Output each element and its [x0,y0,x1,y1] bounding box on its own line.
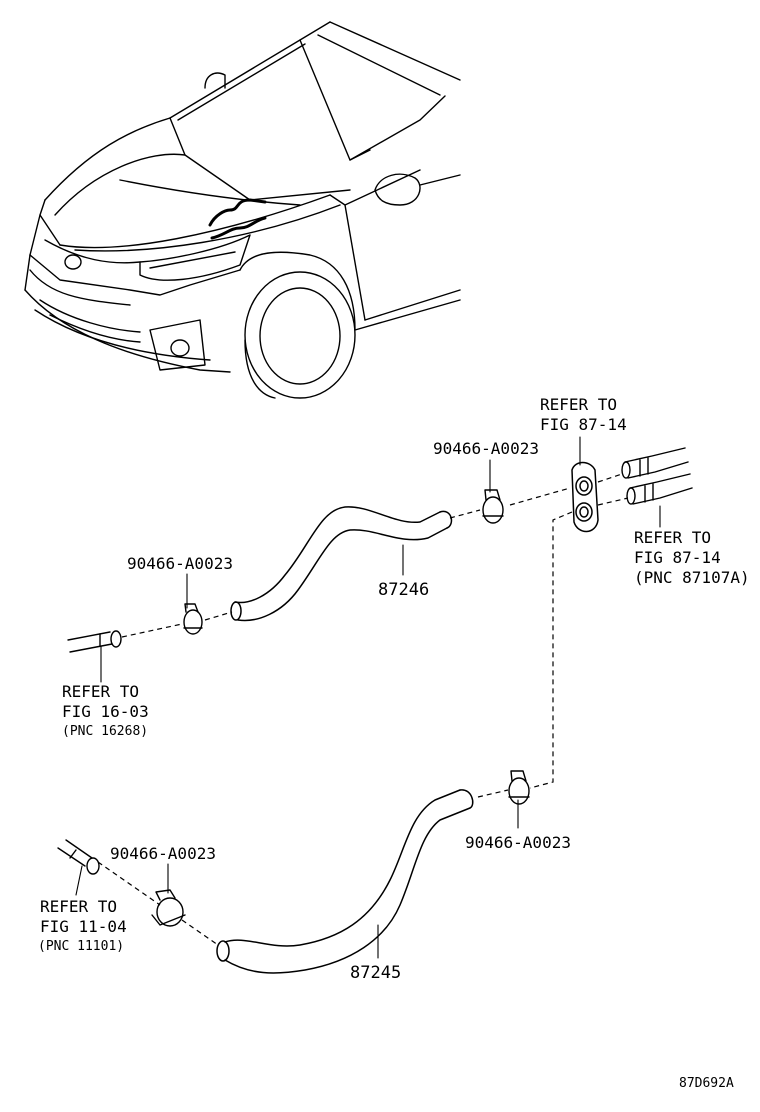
hose-87246[interactable] [230,506,453,622]
connection-lines [97,473,629,946]
ref-left-line3: (PNC 16268) [62,724,148,739]
clip-lower-right-label: 90466-A0023 [465,833,571,852]
hose-87245[interactable] [216,789,474,974]
clip-top[interactable] [482,489,504,524]
clip-upper-left[interactable] [183,603,203,635]
labels: REFER TO FIG 87-14 90466-A0023 87246 REF… [38,395,750,1091]
hose-lower-label: 87245 [350,963,401,983]
clip-top-label: 90466-A0023 [433,439,539,458]
clip-lower-right[interactable] [508,770,530,805]
ref-right-line1: REFER TO [634,528,711,547]
car-illustration [24,21,461,399]
leader-lines [75,436,661,959]
ref-left-line2: FIG 16-03 [62,702,149,721]
ref-right-line2: FIG 87-14 [634,548,721,567]
ref-bottom-line3: (PNC 11101) [38,939,124,954]
ref-bottom-line2: FIG 11-04 [40,917,127,936]
clip-upper-left-label: 90466-A0023 [127,554,233,573]
ref-left-line1: REFER TO [62,682,139,701]
pipe-left-upper [67,630,122,653]
ref-right-line3: (PNC 87107A) [634,568,750,587]
figure-code: 87D692A [679,1076,734,1091]
nozzle-pipes-right [621,447,693,505]
pipe-left-lower [57,839,100,875]
ref-bottom-line1: REFER TO [40,897,117,916]
ref-top-line1: REFER TO [540,395,617,414]
ref-top-line2: FIG 87-14 [540,415,627,434]
clip-lower-left[interactable] [151,889,186,927]
hose-upper-label: 87246 [378,580,429,600]
grommet[interactable] [571,461,599,533]
clip-lower-left-label: 90466-A0023 [110,844,216,863]
